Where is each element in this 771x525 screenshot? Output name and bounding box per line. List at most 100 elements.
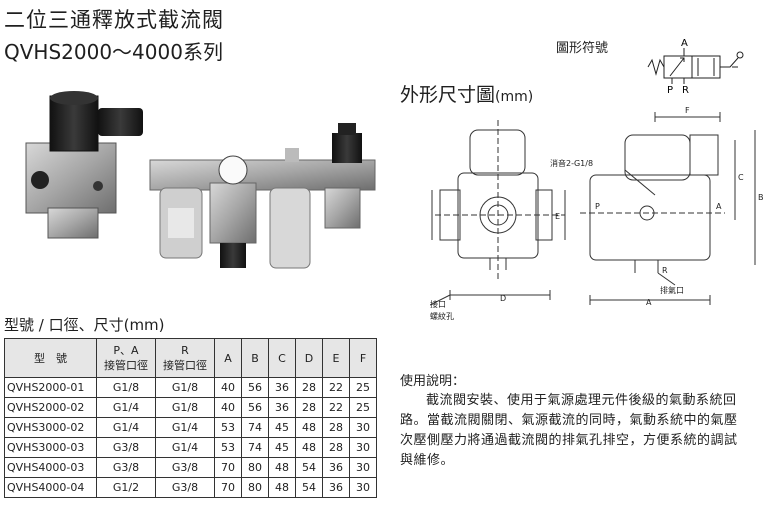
cell-pa: G1/8 <box>96 377 156 398</box>
header-f: F <box>349 338 377 378</box>
header-a: A <box>214 338 242 378</box>
cell-pa: G1/4 <box>96 397 156 418</box>
cell-e: 28 <box>322 437 350 458</box>
dim-label-e: E <box>555 212 560 221</box>
symbol-port-p: P <box>667 85 673 94</box>
cell-c: 36 <box>268 377 296 398</box>
cell-b: 74 <box>241 417 269 438</box>
usage-title: 使用說明： <box>400 374 466 389</box>
label-connection: 接口 <box>430 299 446 309</box>
cell-r: G1/8 <box>155 377 215 398</box>
header-pa: P、A 接管口徑 <box>96 338 156 378</box>
port-label-p: P <box>595 202 600 211</box>
dimensions-title-text: 外形尺寸圖 <box>400 84 496 106</box>
cell-e: 36 <box>322 477 350 498</box>
header-c: C <box>268 338 296 378</box>
usage-body: 截流閥安裝、使用于氣源處理元件後級的氣動系統回路。當截流閥關閉、氣源截流的同時，… <box>400 393 738 468</box>
cell-d: 54 <box>295 477 323 498</box>
cell-r: G1/8 <box>155 397 215 418</box>
dimensions-title: 外形尺寸圖(mm) <box>400 80 533 107</box>
header-e: E <box>322 338 350 378</box>
header-r-bottom: 接管口徑 <box>163 359 207 372</box>
label-exhaust-port: 排氣口 <box>660 285 684 295</box>
cell-pa: G3/8 <box>96 457 156 478</box>
header-pa-bottom: 接管口徑 <box>104 359 148 372</box>
cell-d: 48 <box>295 437 323 458</box>
cell-f: 25 <box>349 377 377 398</box>
cell-c: 36 <box>268 397 296 418</box>
port-label-a: A <box>716 202 722 211</box>
cell-a: 40 <box>214 397 242 418</box>
cell-e: 36 <box>322 457 350 478</box>
dim-label-f: F <box>685 106 690 115</box>
cell-r: G1/4 <box>155 417 215 438</box>
cell-f: 30 <box>349 457 377 478</box>
symbol-port-r: R <box>682 85 689 94</box>
cell-f: 30 <box>349 437 377 458</box>
cell-b: 74 <box>241 437 269 458</box>
cell-model: QVHS2000-01 <box>4 377 97 398</box>
cell-a: 40 <box>214 377 242 398</box>
cell-a: 53 <box>214 417 242 438</box>
cell-b: 56 <box>241 397 269 418</box>
cell-r: G1/4 <box>155 437 215 458</box>
cell-model: QVHS4000-04 <box>4 477 97 498</box>
cell-model: QVHS2000-02 <box>4 397 97 418</box>
cell-model: QVHS4000-03 <box>4 457 97 478</box>
cell-a: 70 <box>214 477 242 498</box>
cell-pa: G3/8 <box>96 437 156 458</box>
symbol-port-a: A <box>681 38 688 49</box>
cell-d: 28 <box>295 397 323 418</box>
cell-f: 30 <box>349 477 377 498</box>
header-d: D <box>295 338 323 378</box>
cell-c: 45 <box>268 437 296 458</box>
cell-b: 80 <box>241 457 269 478</box>
header-r-top: R <box>181 344 189 357</box>
dim-label-c: C <box>738 173 744 182</box>
header-pa-top: P、A <box>113 344 139 357</box>
cell-d: 54 <box>295 457 323 478</box>
cell-b: 80 <box>241 477 269 498</box>
cell-c: 48 <box>268 477 296 498</box>
product-photo <box>25 91 376 269</box>
cell-r: G3/8 <box>155 477 215 498</box>
series-subtitle: QVHS2000～4000系列 <box>4 40 223 64</box>
label-mount-hole: 螺紋孔 <box>430 311 454 321</box>
cell-pa: G1/2 <box>96 477 156 498</box>
cell-r: G3/8 <box>155 457 215 478</box>
cell-b: 56 <box>241 377 269 398</box>
cell-d: 28 <box>295 377 323 398</box>
header-model: 型 號 <box>4 338 97 378</box>
cell-c: 45 <box>268 417 296 438</box>
cell-c: 48 <box>268 457 296 478</box>
port-label-r: R <box>662 266 668 275</box>
dimensions-unit: (mm) <box>495 89 534 105</box>
cell-d: 48 <box>295 417 323 438</box>
header-r: R 接管口徑 <box>155 338 215 378</box>
cell-f: 25 <box>349 397 377 418</box>
cell-e: 22 <box>322 377 350 398</box>
valve-symbol-diagram: A P R <box>647 38 744 94</box>
label-manual-port: 消音2-G1/8 <box>550 158 593 168</box>
dim-label-d: D <box>500 294 506 303</box>
cell-model: QVHS3000-02 <box>4 417 97 438</box>
cell-e: 28 <box>322 417 350 438</box>
cell-e: 22 <box>322 397 350 418</box>
symbol-label: 圖形符號 <box>556 41 609 56</box>
cell-a: 70 <box>214 457 242 478</box>
cell-pa: G1/4 <box>96 417 156 438</box>
cell-a: 53 <box>214 437 242 458</box>
dimension-drawing: 消音2-G1/8 排氣口 接口 螺紋孔 A B C D E F P A R <box>430 106 764 321</box>
table-title: 型號 / 口徑、尺寸(mm) <box>4 316 165 334</box>
page-title: 二位三通釋放式截流閥 <box>4 8 224 32</box>
dim-label-a: A <box>646 298 652 307</box>
